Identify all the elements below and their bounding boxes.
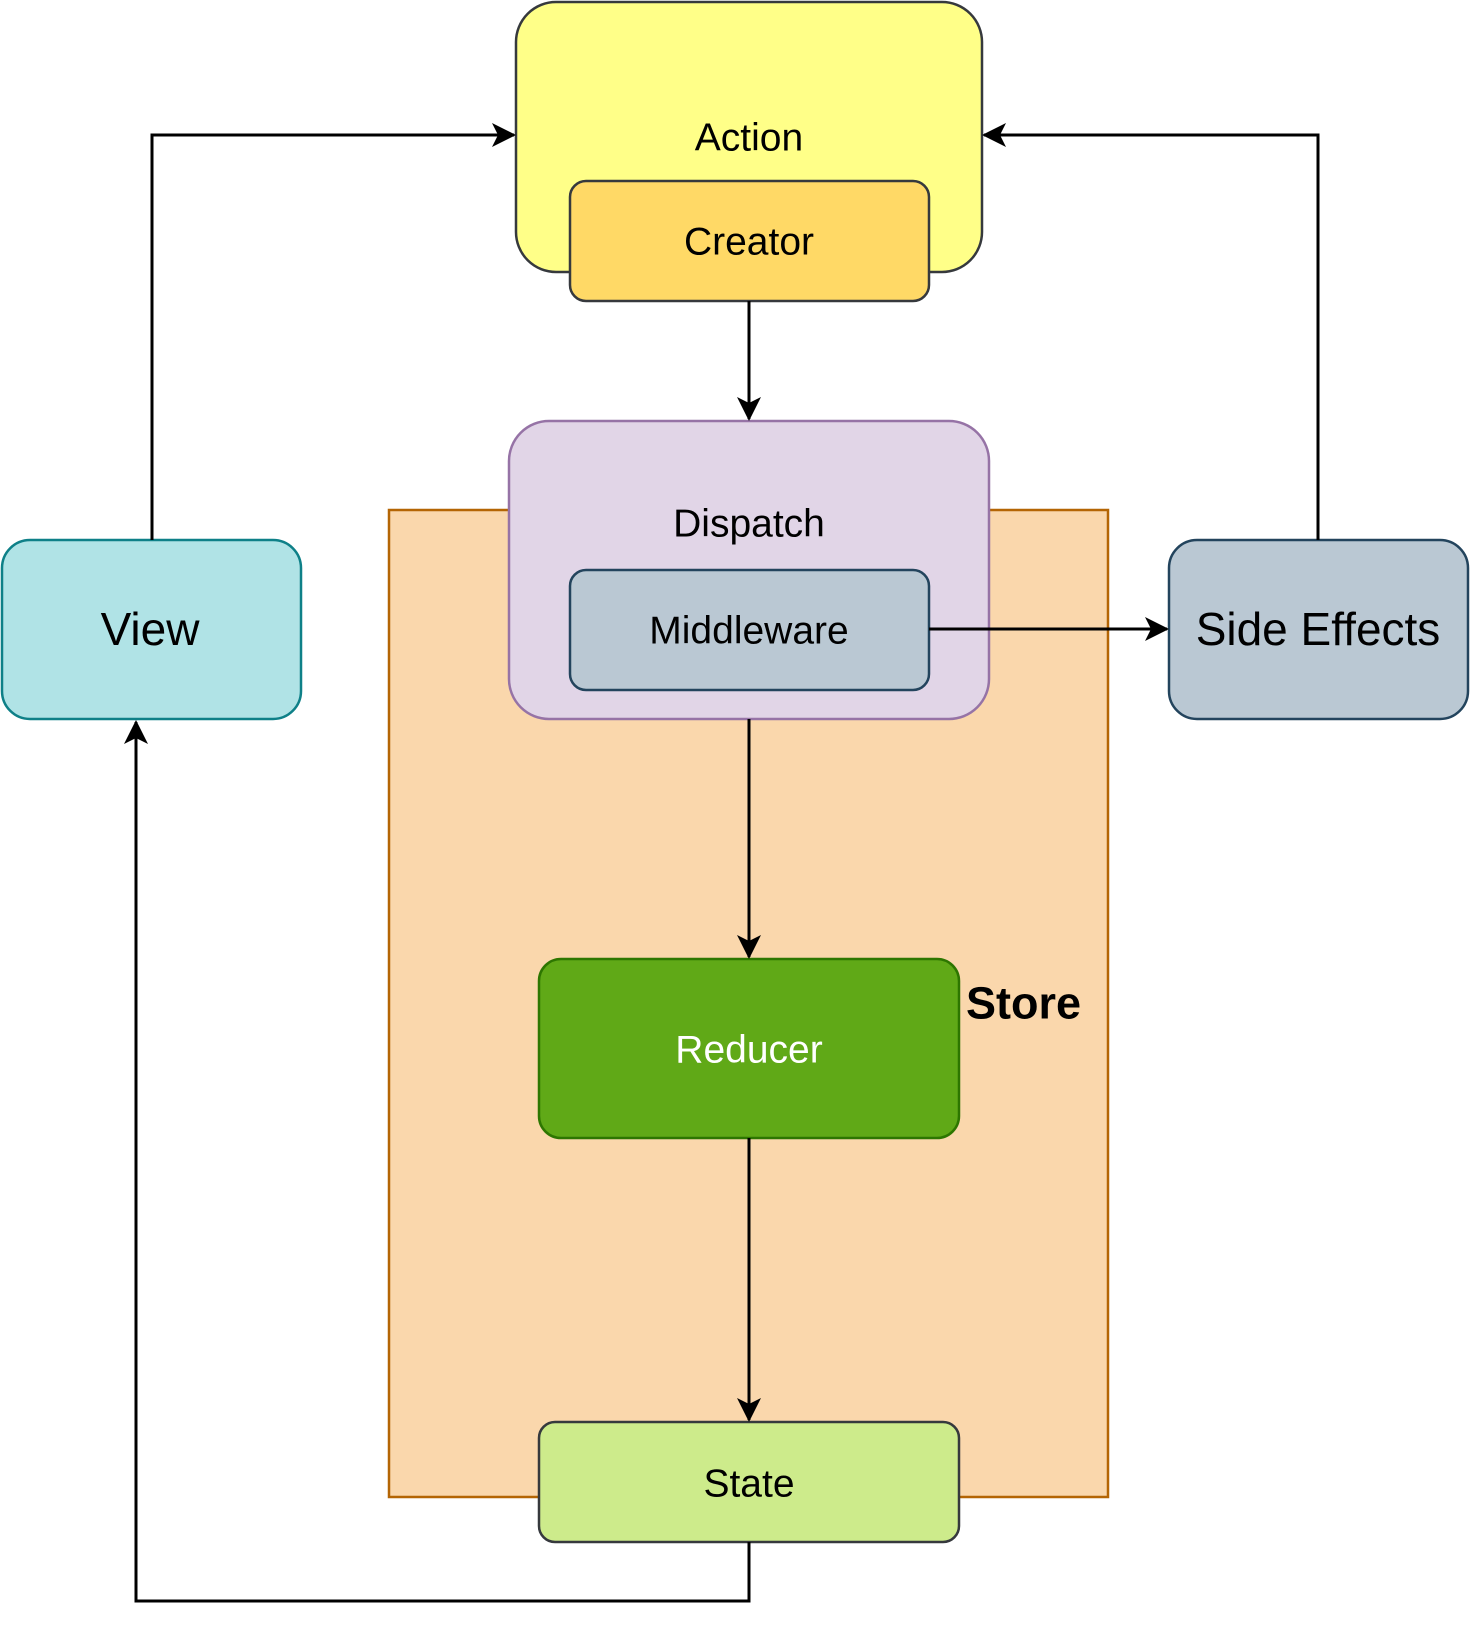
state-node: State (537, 1420, 961, 1544)
view-label: View (101, 603, 201, 655)
view-node: View (0, 538, 303, 721)
dispatch-label: Dispatch (673, 503, 825, 546)
action-label: Action (695, 117, 803, 160)
state-label: State (703, 1463, 794, 1506)
side-effects-label: Side Effects (1196, 603, 1441, 655)
middleware-label: Middleware (649, 610, 848, 653)
creator-label: Creator (684, 221, 814, 264)
reducer-node: Reducer (537, 957, 961, 1140)
reducer-label: Reducer (675, 1029, 822, 1072)
store-label: Store (966, 978, 1081, 1029)
middleware-node: Middleware (568, 568, 931, 692)
creator-node: Creator (568, 179, 931, 303)
edge-side-effects-to-action (982, 123, 1320, 540)
edge-state-to-view (124, 720, 751, 1603)
side-effects-node: Side Effects (1167, 538, 1470, 721)
edge-view-to-action (150, 123, 516, 540)
